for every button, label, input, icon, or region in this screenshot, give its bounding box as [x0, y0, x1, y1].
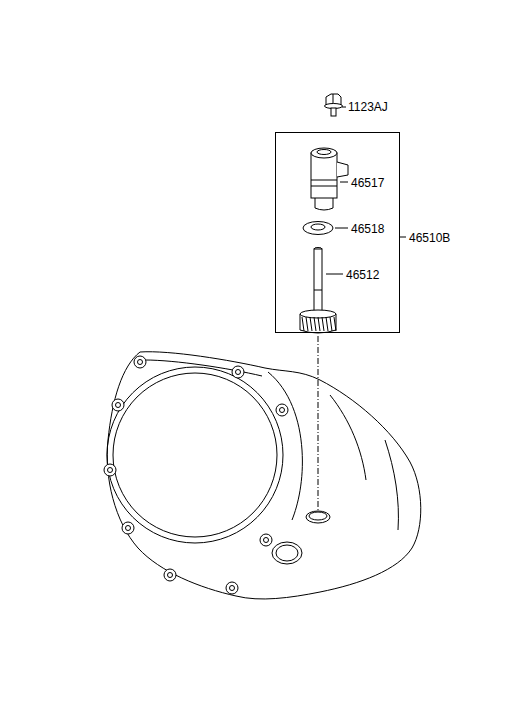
- center-line: [318, 336, 319, 512]
- bolt-boss: [232, 366, 244, 378]
- kit-box: 46517465184651246510B: [275, 132, 400, 333]
- bolt-boss: [112, 399, 124, 411]
- gear-tooth: [306, 317, 308, 331]
- bolt-boss: [226, 582, 238, 594]
- gear-tooth: [322, 317, 324, 331]
- gear-tooth: [302, 317, 304, 331]
- callout-number: 46512: [345, 268, 380, 282]
- gear-tooth: [326, 317, 328, 331]
- bolt-hole: [236, 370, 241, 375]
- bolt-hole: [264, 538, 269, 543]
- driven-gear-shaft: [300, 248, 343, 334]
- gear-tooth: [318, 317, 320, 331]
- bolt-hole: [280, 408, 285, 413]
- bolt-hole: [138, 360, 143, 365]
- speed-sensor: [311, 148, 348, 210]
- o-ring: [303, 222, 348, 235]
- leader-line: [400, 237, 406, 238]
- bolt-hole: [230, 586, 235, 591]
- gear-tooth: [310, 317, 312, 331]
- bolt-hole: [108, 468, 113, 473]
- bolt-boss: [260, 534, 272, 546]
- callout-number: 46510B: [408, 231, 451, 245]
- callout-number: 46517: [350, 176, 385, 190]
- gear-tooth: [330, 317, 332, 331]
- callout-number: 1123AJ: [347, 100, 389, 114]
- transmission-case: [104, 352, 421, 599]
- bolt-boss: [276, 404, 288, 416]
- bolt-boss: [104, 464, 116, 476]
- bolt-boss: [134, 356, 146, 368]
- bolt: [325, 94, 347, 116]
- gear-tooth: [334, 317, 336, 331]
- callout-number: 46518: [350, 222, 385, 236]
- bolt-hole: [116, 403, 121, 408]
- gear-tooth: [314, 317, 316, 331]
- bolt-hole: [168, 573, 173, 578]
- bolt-hole: [126, 526, 131, 531]
- bolt-boss: [122, 522, 134, 534]
- bolt-boss: [164, 569, 176, 581]
